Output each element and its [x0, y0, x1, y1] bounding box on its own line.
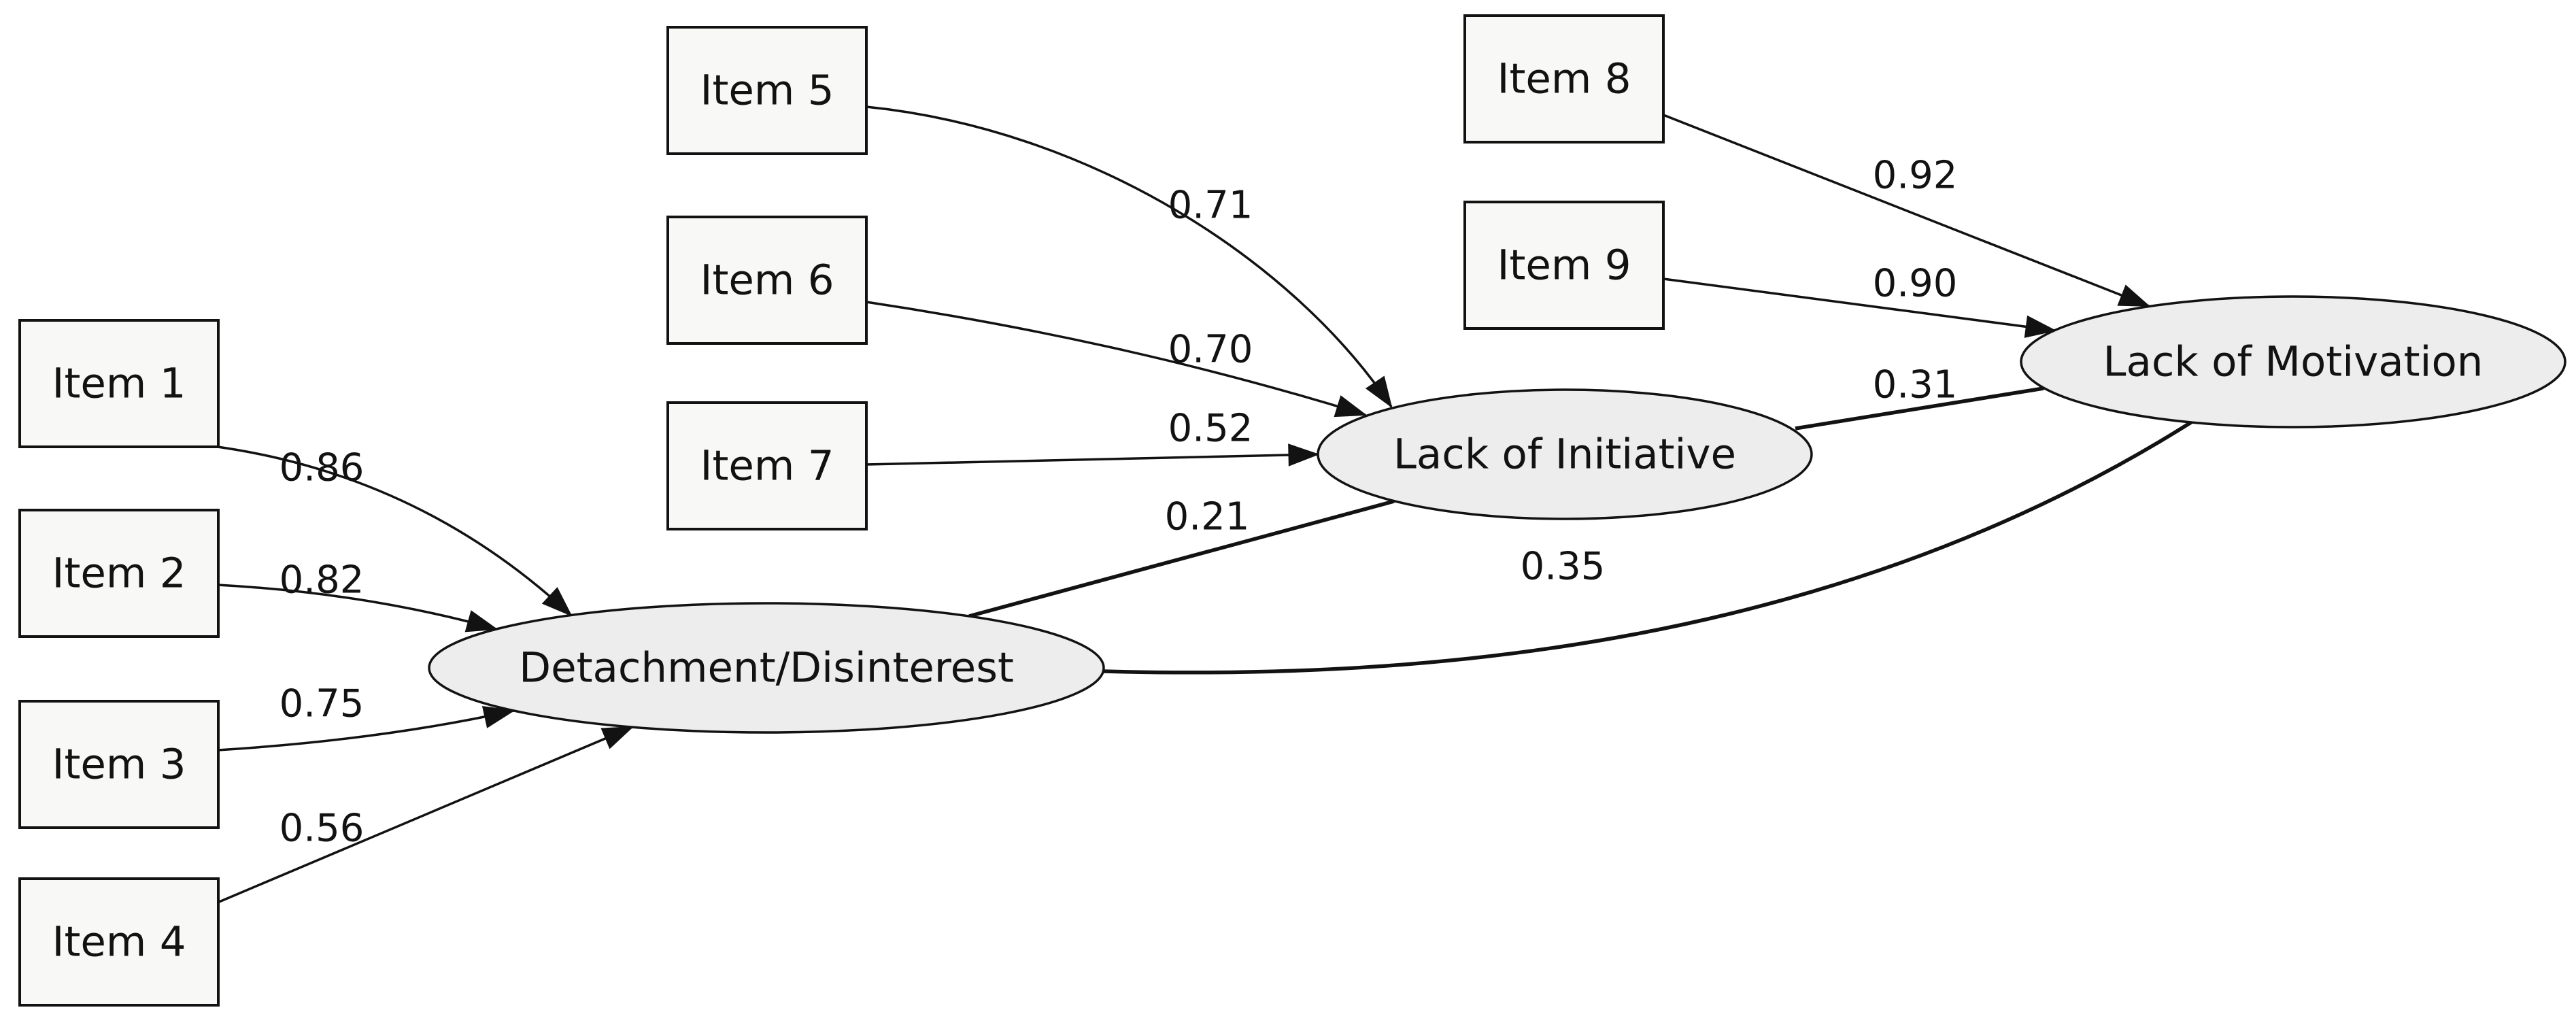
edge-item6-initiative: [866, 301, 1366, 415]
latent-node-motivation-label: Lack of Motivation: [2103, 338, 2484, 386]
latent-node-motivation-ellipse: [2020, 295, 2566, 428]
observed-node-item3-box: [18, 700, 220, 829]
latent-node-detachment-ellipse: [428, 602, 1105, 734]
observed-node-item2-box: [18, 509, 220, 638]
observed-node-item6-box: [666, 216, 868, 345]
edge-item5-initiative: [866, 105, 1393, 407]
edge-weight-item5-initiative: 0.71: [1168, 184, 1253, 228]
observed-node-item6-label: Item 6: [700, 256, 834, 305]
edge-weight-item1-detachment: 0.86: [279, 446, 365, 490]
edge-item3-detachment: [217, 711, 513, 752]
observed-node-item4-box: [18, 877, 220, 1007]
observed-node-item3-label: Item 3: [52, 741, 186, 789]
observed-node-item1-label: Item 1: [52, 360, 186, 408]
observed-node-item5-box: [666, 26, 868, 155]
edge-detachment-initiative: [968, 499, 1395, 618]
observed-node-item8-box: [1463, 14, 1665, 144]
observed-node-item8-label: Item 8: [1497, 55, 1631, 103]
observed-node-item7-label: Item 7: [700, 442, 834, 490]
edge-weight-item3-detachment: 0.75: [279, 682, 365, 726]
edge-weight-item9-motivation: 0.90: [1873, 262, 1958, 306]
edge-weight-item4-detachment: 0.56: [279, 807, 365, 851]
edge-weight-detachment-motivation: 0.35: [1521, 545, 1606, 589]
observed-node-item2-label: Item 2: [52, 550, 186, 598]
observed-node-item1-box: [18, 319, 220, 448]
latent-node-initiative-ellipse: [1317, 388, 1813, 520]
edge-item8-motivation: [1663, 114, 2149, 307]
edge-weight-detachment-initiative: 0.21: [1165, 495, 1250, 539]
observed-node-item5-label: Item 5: [700, 67, 834, 115]
edge-weight-initiative-motivation: 0.31: [1873, 363, 1958, 407]
edge-item7-initiative: [865, 454, 1318, 465]
edge-item4-detachment: [217, 726, 632, 904]
edge-initiative-motivation: [1795, 386, 2044, 431]
observed-node-item4-label: Item 4: [52, 918, 186, 966]
observed-node-item9-label: Item 9: [1497, 241, 1631, 290]
observed-node-item9-box: [1463, 201, 1665, 330]
edge-weight-item7-initiative: 0.52: [1168, 407, 1253, 451]
edge-weight-item8-motivation: 0.92: [1873, 154, 1958, 198]
latent-node-detachment-label: Detachment/Disinterest: [519, 644, 1014, 692]
edge-detachment-motivation: [1102, 420, 2192, 675]
edge-item2-detachment: [217, 584, 496, 629]
latent-node-initiative-label: Lack of Initiative: [1393, 431, 1736, 479]
edge-weight-item6-initiative: 0.70: [1168, 328, 1253, 372]
edge-item1-detachment: [217, 445, 571, 615]
edge-weight-item2-detachment: 0.82: [279, 558, 365, 603]
observed-node-item7-box: [666, 401, 868, 530]
edge-item9-motivation: [1663, 277, 2055, 331]
